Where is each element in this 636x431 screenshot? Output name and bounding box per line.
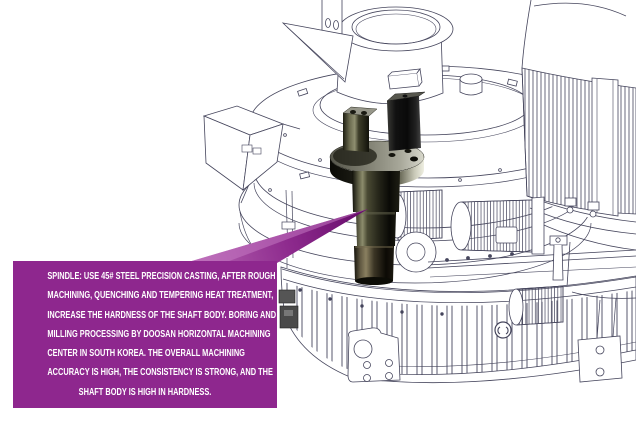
- wireframe-machine: [202, 0, 636, 384]
- callout-text-line: MILLING PROCESSING BY DOOSAN HORIZONTAL …: [47, 328, 271, 340]
- callout-arrow: [185, 209, 368, 263]
- feed-inlet-cover: [336, 6, 454, 105]
- mounting-bracket-center: [347, 327, 401, 383]
- funnel-plate: [281, 22, 354, 83]
- deck-port-cylinder: [459, 73, 483, 96]
- spindle-post: [342, 106, 378, 152]
- spindle-callout-box: SPINDLE: USE 45# STEEL PRECISION CASTING…: [13, 261, 277, 408]
- spindle-part: [329, 91, 426, 285]
- callout-text-line: SPINDLE: USE 45# STEEL PRECISION CASTING…: [47, 270, 276, 282]
- gear-motors: [387, 189, 636, 303]
- spindle-shaft: [352, 171, 400, 285]
- callout-text-line: SHAFT BODY IS HIGH IN HARDNESS.: [78, 386, 212, 398]
- callout-text-line: ACCURACY IS HIGH, THE CONSISTENCY IS STR…: [47, 367, 273, 379]
- callout-text-line: INCREASE THE HARDNESS OF THE SHAFT BODY.…: [47, 309, 277, 321]
- callout-text-line: CENTER IN SOUTH KOREA. THE OVERALL MACHI…: [47, 348, 245, 360]
- discharge-chute: [202, 105, 301, 191]
- spindle-key-block: [386, 91, 426, 151]
- mounting-bracket-right: [577, 335, 623, 383]
- motor-cylinder: [521, 0, 636, 251]
- callout-text-line: MACHINING, QUENCHING AND TEMPERING HEAT …: [47, 290, 274, 302]
